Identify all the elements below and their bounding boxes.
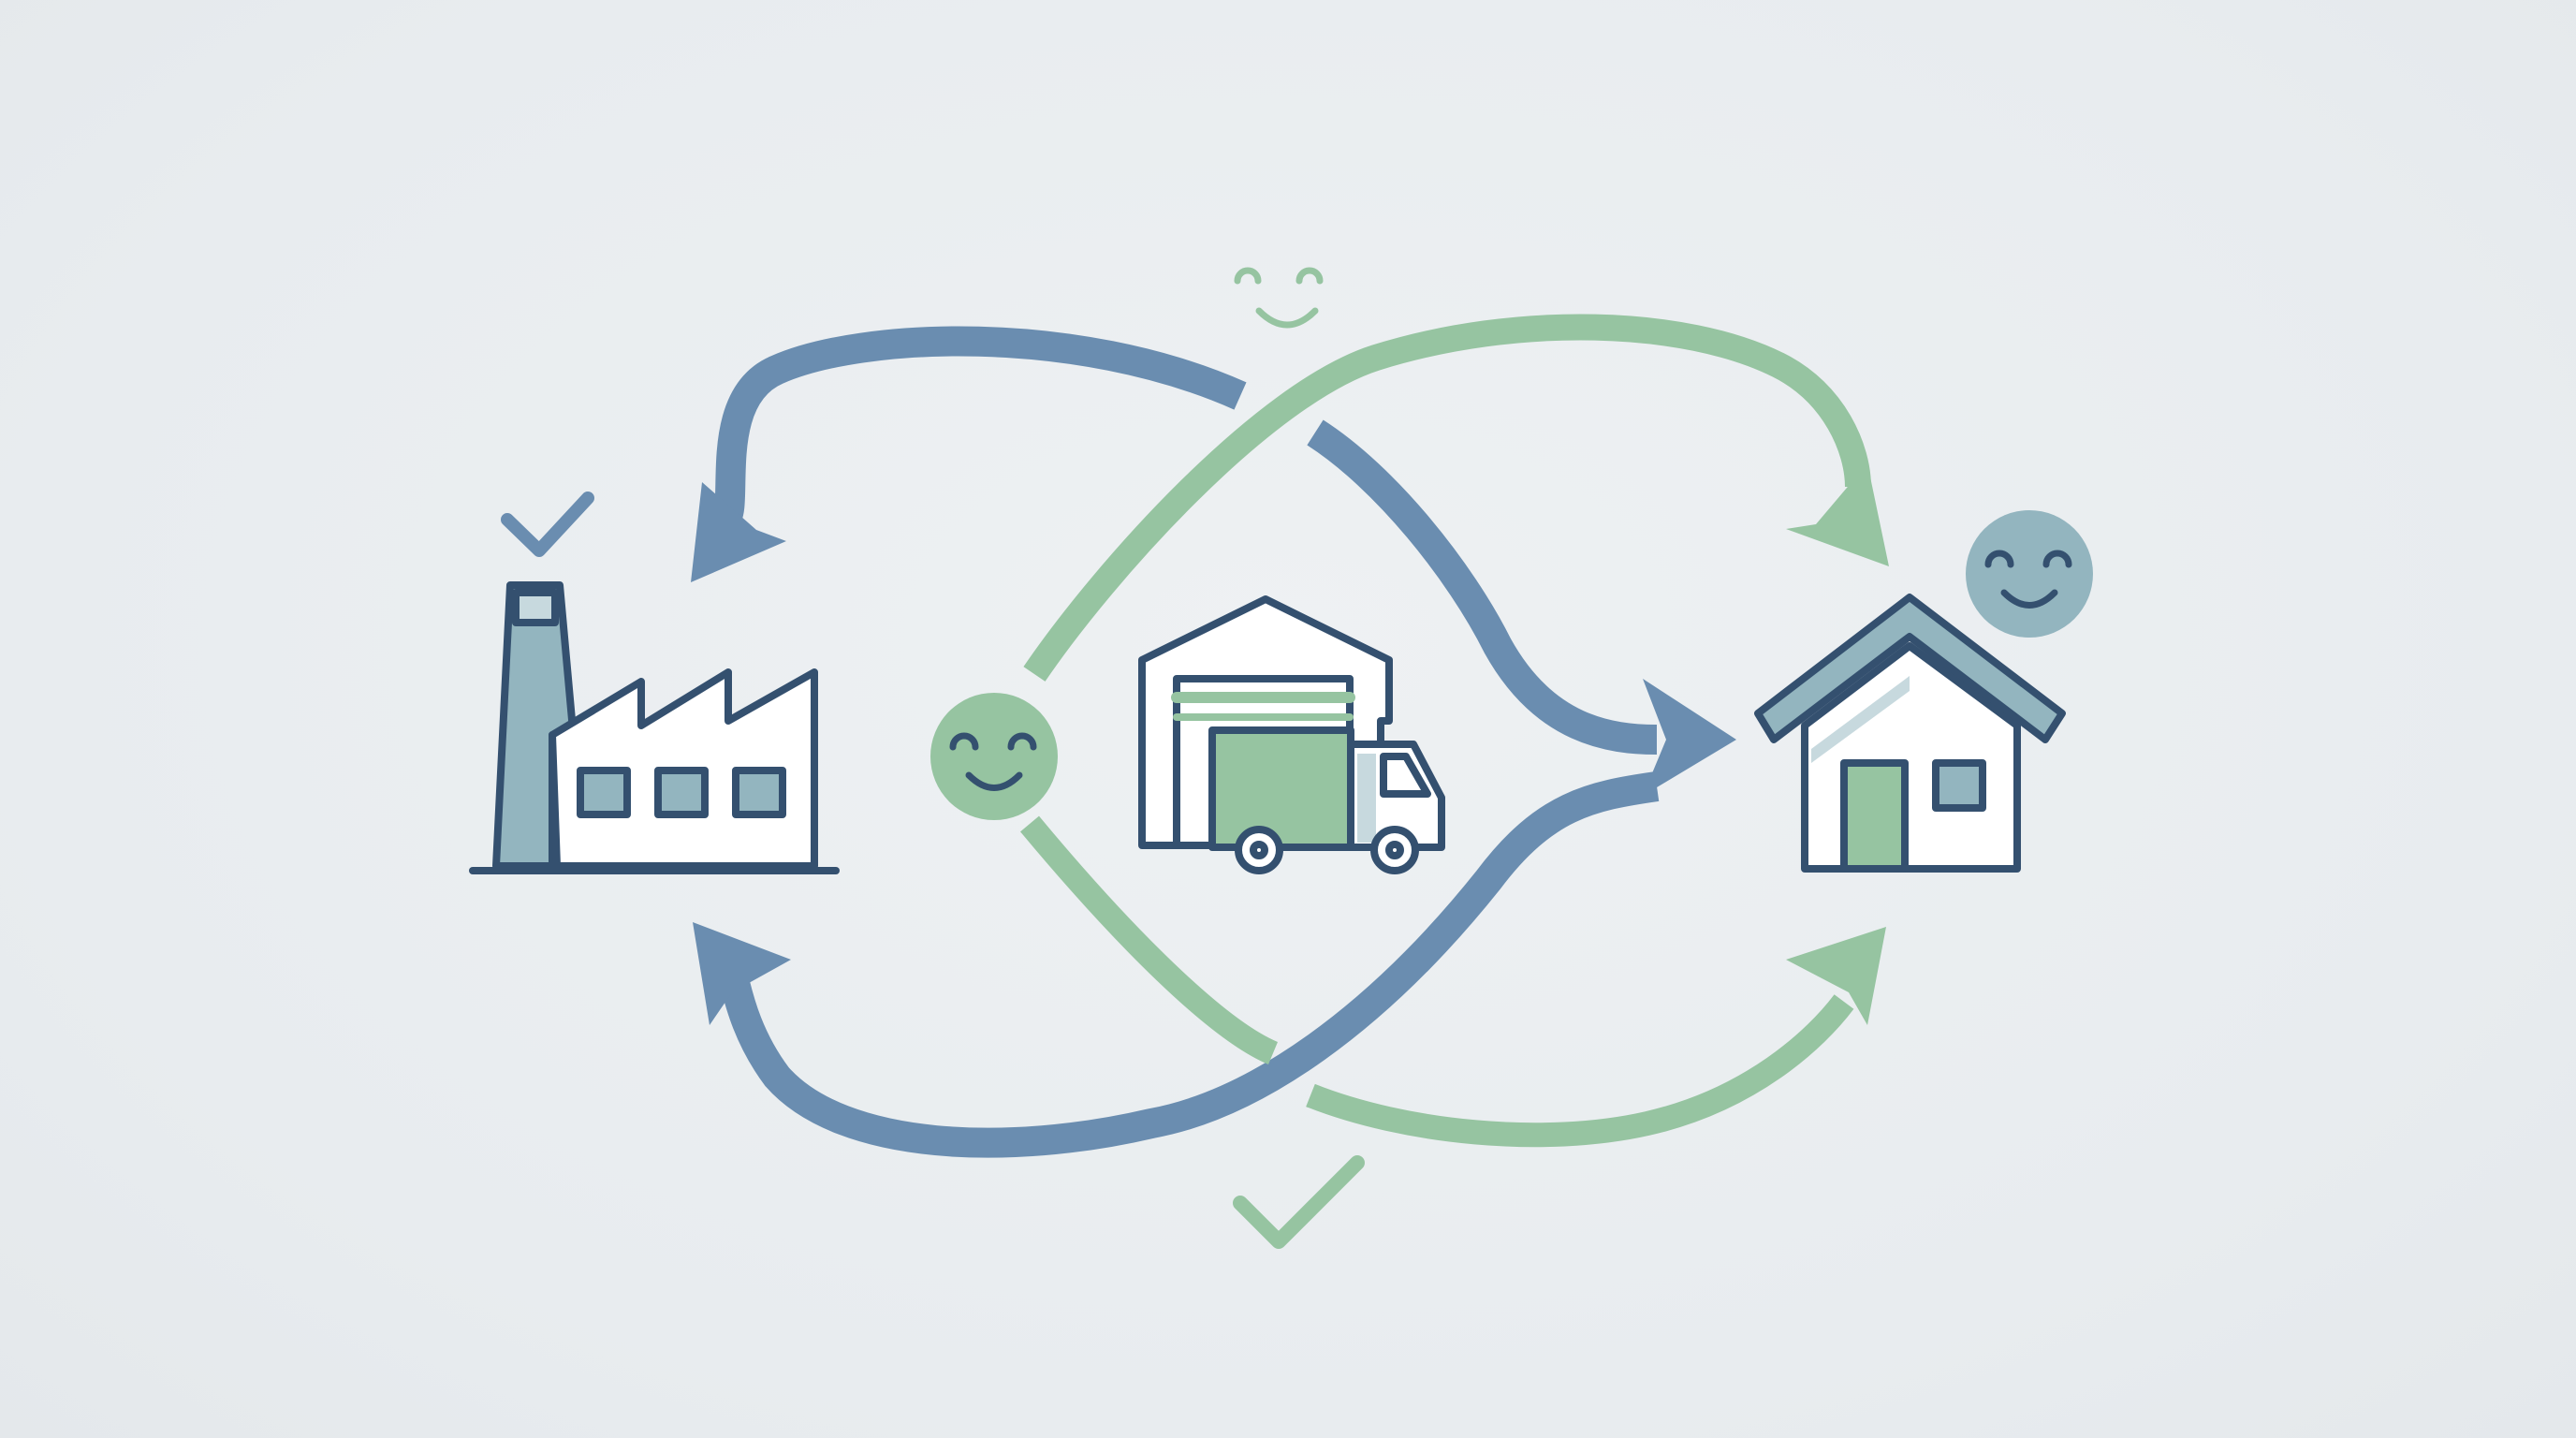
factory-window-3 <box>732 767 786 818</box>
smiley-home-mouth <box>2000 589 2058 609</box>
smiley-top-eye-right <box>1295 267 1324 285</box>
factory-window-2 <box>654 767 709 818</box>
factory-chimney-band <box>512 589 559 626</box>
arrowhead-top-green <box>1786 463 1889 566</box>
flow-arrow-top-green <box>1023 314 1871 682</box>
smiley-middle-mouth <box>965 771 1023 791</box>
house-wall-shade <box>1811 676 1910 763</box>
flow-arrow-top-left-blue <box>712 326 1247 531</box>
smiley-middle-eye-right <box>1007 732 1037 751</box>
checkmark-icon-bottom <box>1233 1155 1365 1249</box>
truck-wheel-rear-hub <box>1250 841 1268 859</box>
flow-arrows <box>691 314 1889 1158</box>
smiley-home-face <box>1966 510 2093 638</box>
house-icon <box>1754 594 2066 873</box>
house-window <box>1932 759 1986 812</box>
smiley-home-eye-left <box>1984 550 2014 568</box>
smiley-home-eye-right <box>2042 550 2072 568</box>
flow-arrow-bottom-green-2 <box>1306 994 1854 1148</box>
flow-arrow-bottom-green <box>1020 815 1279 1064</box>
smiley-middle-face <box>930 693 1058 820</box>
truck-cargo <box>1208 726 1354 851</box>
smiley-icon-top <box>1234 267 1324 329</box>
factory-side-shade <box>549 731 561 870</box>
house-roof <box>1754 594 2066 743</box>
smiley-middle-eye-left <box>949 732 979 751</box>
arrowhead-bottom-green <box>1786 927 1886 1025</box>
smiley-top-eye-left <box>1234 267 1262 285</box>
flow-arrow-lower-s-blue <box>720 771 1660 1158</box>
truck-window <box>1380 753 1431 798</box>
checkmark-icon-factory <box>501 492 594 557</box>
truck-cab-shade <box>1357 754 1376 843</box>
house-door <box>1840 759 1909 873</box>
smiley-icon-middle <box>930 693 1058 820</box>
truck-wheel-front-hub <box>1385 841 1404 859</box>
smiley-top-mouth <box>1255 307 1319 329</box>
factory-window-1 <box>577 767 631 818</box>
arrowhead-lower-s-blue <box>693 922 791 1025</box>
factory-icon <box>469 581 840 874</box>
arrowhead-upper-s-blue <box>1643 679 1736 796</box>
arrowhead-top-left-blue <box>691 482 786 582</box>
smiley-icon-home <box>1966 510 2093 638</box>
flow-arrow-upper-s-blue <box>1307 419 1658 755</box>
warehouse-truck-icon <box>1138 595 1445 874</box>
